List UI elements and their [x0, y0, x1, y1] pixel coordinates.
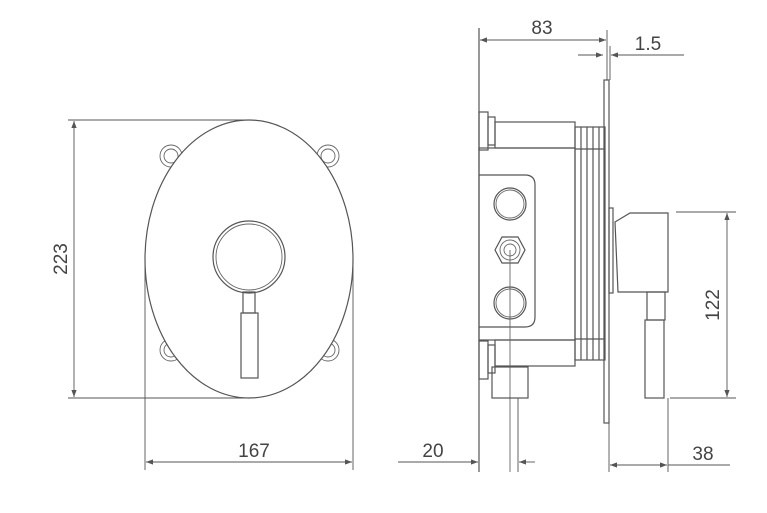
dimension-handle-height: 122 [670, 211, 736, 399]
cover-plate [144, 119, 354, 399]
dimension-label-20: 20 [422, 441, 443, 462]
dimension-label-167: 167 [238, 441, 270, 462]
side-view [478, 28, 669, 472]
handle-ring-outer [212, 220, 286, 294]
sealing-rings [574, 126, 606, 361]
side-handle-body [614, 212, 669, 293]
dimension-handle-depth: 38 [608, 398, 730, 472]
dimension-label-83: 83 [531, 18, 552, 39]
dimension-depth: 83 [480, 18, 608, 80]
dimension-width-front: 167 [144, 259, 354, 470]
dimension-label-1-5: 1.5 [635, 34, 661, 55]
dimension-label-122: 122 [703, 289, 724, 321]
dimension-offset: 20 [398, 398, 535, 472]
side-handle-lever [644, 319, 665, 399]
outlet-fitting [491, 366, 529, 399]
valve-body [478, 147, 576, 341]
dimension-height-front: 223 [51, 119, 250, 399]
dimension-label-38: 38 [692, 444, 713, 465]
front-view [144, 119, 354, 399]
dimension-label-223: 223 [51, 243, 72, 275]
handle-ring-inner [215, 223, 283, 291]
handle-lever [240, 312, 259, 379]
dimension-plate-thickness: 1.5 [578, 34, 684, 80]
